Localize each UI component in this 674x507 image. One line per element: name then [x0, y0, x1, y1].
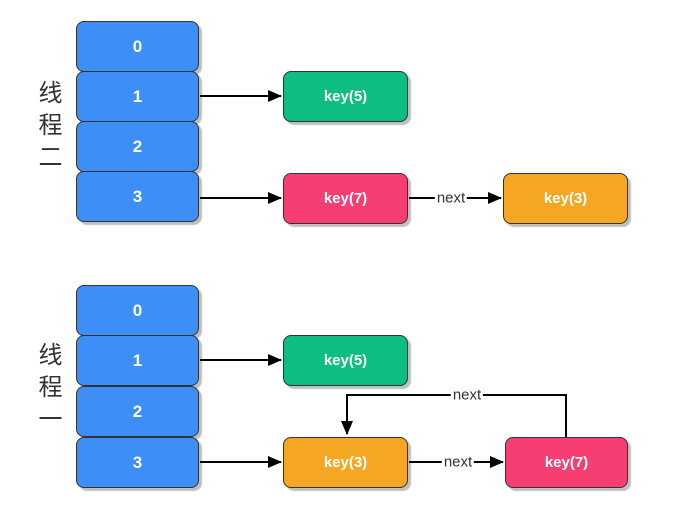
thread2-label: 线程二 [34, 80, 61, 176]
t1-next-label-forward: next [441, 453, 475, 471]
t2-bucket-2: 2 [76, 121, 199, 172]
t1-node-key3: key(3) [283, 437, 408, 488]
t1-bucket-1: 1 [76, 335, 199, 386]
t2-bucket-1: 1 [76, 71, 199, 122]
t1-bucket-0: 0 [76, 285, 199, 336]
t2-next-label: next [434, 189, 468, 207]
t2-node-key7: key(7) [283, 173, 408, 224]
t1-node-key5: key(5) [283, 335, 408, 386]
t2-node-key5: key(5) [283, 71, 408, 122]
t1-bucket-3: 3 [76, 437, 199, 488]
t2-node-key3: key(3) [503, 173, 628, 224]
t2-bucket-3: 3 [76, 171, 199, 222]
t2-bucket-0: 0 [76, 21, 199, 72]
t1-node-key7: key(7) [505, 437, 628, 488]
t1-bucket-2: 2 [76, 386, 199, 437]
thread1-label: 线程一 [34, 342, 61, 438]
t1-next-label-loop: next [450, 386, 484, 404]
